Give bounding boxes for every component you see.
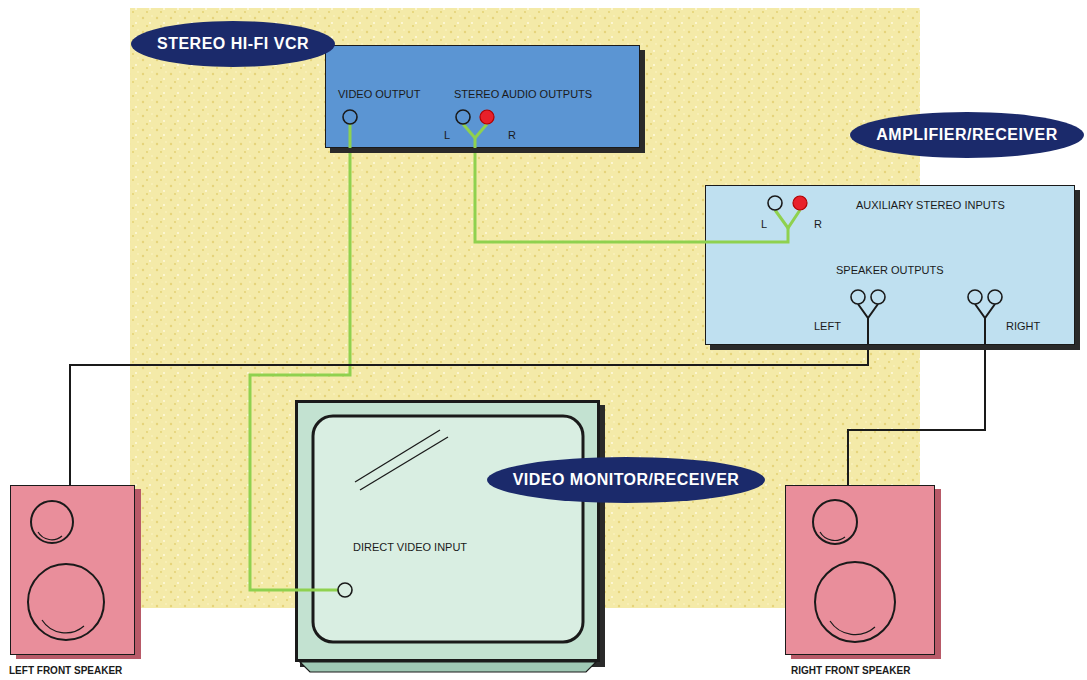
amplifier-box: AMPLIFIER/RECEIVERAUXILIARY STEREO INPUT… — [705, 185, 1075, 345]
jack-label: STEREO AUDIO OUTPUTS — [454, 88, 592, 101]
audio-cable — [475, 148, 705, 242]
jack-label: DIRECT VIDEO INPUT — [353, 541, 467, 554]
amp-jacks — [705, 196, 1002, 345]
channel-letter: R — [508, 129, 516, 142]
device-title: VIDEO MONITOR/RECEIVER — [487, 457, 766, 503]
speaker-wire — [848, 345, 985, 485]
jack-label: SPEAKER OUTPUTS — [836, 264, 944, 277]
channel-letter: R — [814, 218, 822, 231]
speaker-box: LEFT FRONT SPEAKER — [10, 485, 135, 655]
device-title: STEREO HI-FI VCR — [131, 21, 335, 67]
audio-cable — [475, 148, 705, 242]
speaker-cones — [28, 500, 895, 642]
channel-label: RIGHT — [1006, 320, 1040, 333]
speaker-box: RIGHT FRONT SPEAKER — [785, 485, 935, 655]
channel-label: LEFT — [814, 320, 841, 333]
monitor-screen — [295, 416, 596, 672]
vcr-box: STEREO HI-FI VCRVIDEO OUTPUTSTEREO AUDIO… — [325, 45, 640, 148]
channel-letter: L — [761, 218, 767, 231]
speaker-label: RIGHT FRONT SPEAKER — [791, 664, 910, 677]
speaker-label: LEFT FRONT SPEAKER — [9, 664, 122, 677]
vcr-jacks — [343, 110, 494, 148]
monitor-box: VIDEO MONITOR/RECEIVERDIRECT VIDEO INPUT — [295, 400, 600, 662]
channel-letter: L — [444, 129, 450, 142]
speaker-wire — [848, 345, 985, 485]
device-title: AMPLIFIER/RECEIVER — [850, 112, 1083, 158]
jack-label: VIDEO OUTPUT — [338, 88, 421, 101]
jack-label: AUXILIARY STEREO INPUTS — [856, 199, 1005, 212]
